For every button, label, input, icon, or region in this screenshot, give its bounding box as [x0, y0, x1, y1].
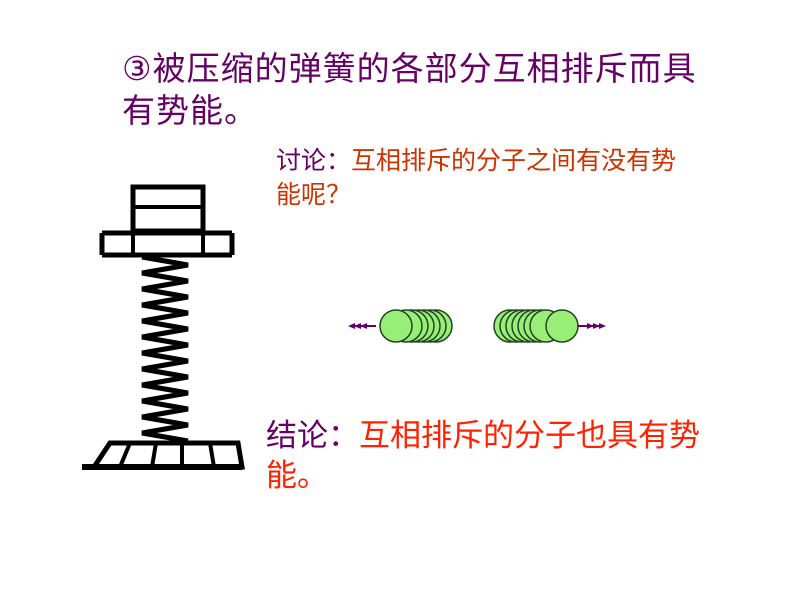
discussion-label: 讨论：	[276, 146, 352, 175]
molecules-icon	[348, 309, 606, 343]
slide-title: ③被压缩的弹簧的各部分互相排斥而具有势能。	[122, 48, 722, 132]
conclusion-body: 互相排斥的分子也具有势能。	[266, 418, 700, 494]
weight-block-top	[131, 185, 205, 209]
conclusion-label: 结论：	[266, 418, 359, 454]
left-molecule	[379, 309, 453, 343]
base-frame	[89, 440, 245, 470]
spring-coil	[141, 254, 189, 444]
discussion-body: 互相排斥的分子之间有没有势能呢？	[276, 146, 677, 209]
conclusion-text: 结论：互相排斥的分子也具有势能。	[266, 416, 736, 496]
title-text: 压缩的弹簧的各部分互相排斥而具有势能。	[122, 49, 697, 130]
right-molecule	[493, 309, 579, 343]
spring-icon	[82, 184, 245, 470]
title-marker: ③被	[122, 49, 187, 88]
discussion-text: 讨论：互相排斥的分子之间有没有势能呢？	[276, 144, 696, 212]
